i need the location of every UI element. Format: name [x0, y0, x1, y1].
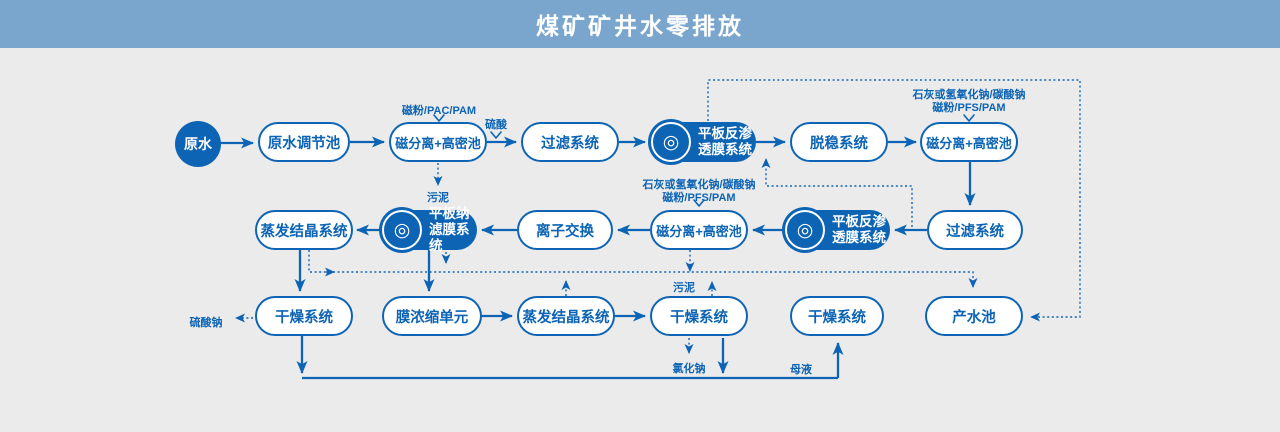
node-label: 平板反渗透膜系统	[832, 214, 886, 245]
membrane-disc-icon: ◎	[782, 207, 828, 253]
node-filter-system-1: 过滤系统	[521, 122, 619, 162]
node-evaporation-crystallization-2: 蒸发结晶系统	[517, 296, 615, 336]
label-sludge-2: 污泥	[673, 282, 695, 294]
membrane-disc-icon: ◎	[648, 119, 694, 165]
node-drying-system-3: 干燥系统	[790, 296, 884, 336]
node-ion-exchange: 离子交换	[517, 210, 613, 250]
node-raw-water-tank: 原水调节池	[258, 122, 350, 162]
node-drying-system-2: 干燥系统	[650, 296, 748, 336]
node-drying-system-1: 干燥系统	[255, 296, 353, 336]
membrane-disc-icon: ◎	[379, 207, 425, 253]
label-sodium-chloride: 氯化钠	[672, 363, 706, 375]
node-flat-ro-membrane-2: ◎ 平板反渗透膜系统	[782, 207, 890, 253]
node-magnetic-separation-2: 磁分离+高密池	[920, 122, 1018, 162]
label-sludge-1: 污泥	[427, 192, 449, 204]
node-flat-nf-membrane: ◎ 平板纳滤膜系统	[379, 206, 477, 253]
label-sodium-sulfate: 硫酸钠	[189, 317, 223, 329]
header-bar: 煤矿矿井水零排放	[0, 0, 1280, 48]
label-mother-liquor: 母液	[790, 364, 812, 376]
node-destabilization-system: 脱稳系统	[790, 122, 888, 162]
node-magnetic-separation-1: 磁分离+高密池	[389, 122, 487, 162]
page-title: 煤矿矿井水零排放	[536, 13, 744, 39]
node-membrane-concentration-unit: 膜浓缩单元	[382, 296, 482, 336]
label-lime-dosing-2: 石灰或氢氧化钠/碳酸钠 磁粉/PFS/PAM	[642, 179, 756, 204]
node-filter-system-2: 过滤系统	[927, 210, 1023, 250]
node-magnetic-separation-3: 磁分离+高密池	[650, 210, 748, 250]
node-product-water-pool: 产水池	[925, 296, 1023, 336]
node-label: 平板反渗透膜系统	[698, 126, 752, 157]
node-raw-water: 原水	[175, 121, 221, 167]
node-flat-ro-membrane-1: ◎ 平板反渗透膜系统	[648, 119, 756, 165]
label-pac-pam: 磁粉/PAC/PAM	[401, 105, 477, 117]
label-sulfuric-acid: 硫酸	[485, 119, 507, 131]
node-evaporation-crystallization-1: 蒸发结晶系统	[255, 210, 353, 250]
label-lime-dosing-1: 石灰或氢氧化钠/碳酸钠 磁粉/PFS/PAM	[912, 89, 1026, 114]
node-label: 平板纳滤膜系统	[429, 206, 470, 253]
